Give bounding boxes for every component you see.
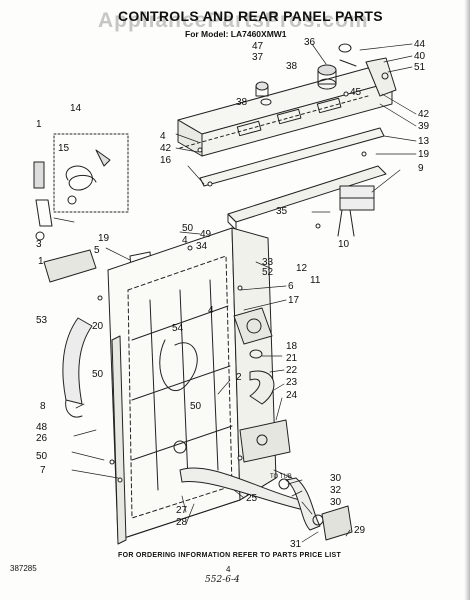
part-callout: 47 xyxy=(252,41,264,52)
part-callout: 5 xyxy=(94,245,100,256)
part-callout: 9 xyxy=(418,163,424,174)
part-callout: 17 xyxy=(288,295,300,306)
part-callout: 31 xyxy=(290,539,302,550)
part-callout: 28 xyxy=(176,517,188,528)
pump-assembly xyxy=(233,307,275,405)
console-rear-rail xyxy=(199,127,387,231)
part-callout: 50 xyxy=(92,369,104,380)
part-callout: 29 xyxy=(354,525,366,536)
part-callout: 33 xyxy=(262,257,274,268)
part-callout: 19 xyxy=(98,233,110,244)
part-callout: 4 xyxy=(160,131,166,142)
part-callout: 10 xyxy=(338,239,350,250)
part-callout: 51 xyxy=(414,62,426,73)
diagram-title: CONTROLS AND REAR PANEL PARTS xyxy=(118,8,383,24)
part-callout: 7 xyxy=(40,465,46,476)
drain-hose xyxy=(62,317,93,418)
part-callout: 30 xyxy=(330,497,342,508)
part-callout: 21 xyxy=(286,353,298,364)
part-callout: 4 xyxy=(182,235,188,246)
part-callout: 1 xyxy=(38,256,44,267)
part-callout: 13 xyxy=(418,136,430,147)
part-callout: 44 xyxy=(414,39,426,50)
leader-lines xyxy=(53,43,417,543)
part-callout: 2 xyxy=(236,372,242,383)
part-callout: 39 xyxy=(418,121,430,132)
part-callout: 30 xyxy=(330,473,342,484)
part-callout: 38 xyxy=(236,97,248,108)
part-callout: 42 xyxy=(418,109,430,120)
part-callout: 48 xyxy=(36,422,48,433)
watermark: AppliancePartsPros.com xyxy=(98,9,369,32)
ordering-info-note: FOR ORDERING INFORMATION REFER TO PARTS … xyxy=(118,552,342,559)
handwritten-note: 552-6-4 xyxy=(205,575,240,585)
page-number: 4 xyxy=(226,565,231,574)
part-callout: 40 xyxy=(414,51,426,62)
part-callout: 19 xyxy=(418,149,430,160)
part-callout: 35 xyxy=(276,206,288,217)
power-cord-box xyxy=(53,133,129,213)
part-callout: 22 xyxy=(286,365,298,376)
part-callout: 15 xyxy=(58,143,70,154)
part-callout: 8 xyxy=(40,401,46,412)
part-callout: 38 xyxy=(286,61,298,72)
page-edge-shadow xyxy=(464,0,470,600)
part-callout: 34 xyxy=(196,241,208,252)
part-callout: 45 xyxy=(350,87,362,98)
part-callout: 53 xyxy=(36,315,48,326)
part-callout: 23 xyxy=(286,377,298,388)
side-rail xyxy=(111,335,127,545)
timer-unit xyxy=(337,185,375,237)
screws xyxy=(97,91,367,483)
part-callout: 26 xyxy=(36,433,48,444)
part-callout: 11 xyxy=(310,275,321,286)
part-callout: 36 xyxy=(304,37,316,48)
part-callout: 54 xyxy=(172,323,184,334)
control-console-panel xyxy=(177,67,393,157)
left-fittings xyxy=(33,161,153,283)
part-callout: 6 xyxy=(288,281,294,292)
part-callout: 42 xyxy=(160,143,172,154)
document-number: 387285 xyxy=(10,564,37,573)
part-callout: 4 xyxy=(208,305,214,316)
part-callout: 27 xyxy=(176,505,188,516)
water-valve xyxy=(179,419,353,541)
part-callout: 50 xyxy=(182,223,194,234)
part-callout: 24 xyxy=(286,390,298,401)
part-callout: 32 xyxy=(330,485,342,496)
part-callout: 52 xyxy=(262,267,274,278)
hose-label: TO TUB xyxy=(270,474,292,480)
part-callout: 50 xyxy=(190,401,202,412)
part-callout: 37 xyxy=(252,52,264,63)
part-callout: 20 xyxy=(92,321,104,332)
part-callout: 1 xyxy=(36,119,42,130)
part-callout: 49 xyxy=(200,229,212,240)
part-callout: 14 xyxy=(70,103,82,114)
part-callout: 3 xyxy=(36,239,42,250)
part-callout: 16 xyxy=(160,155,172,166)
part-callout: 12 xyxy=(296,263,308,274)
part-callout: 25 xyxy=(246,493,258,504)
model-label: For Model: LA7460XMW1 xyxy=(185,29,287,39)
part-callout: 50 xyxy=(36,451,48,462)
part-callout: 18 xyxy=(286,341,298,352)
console-knobs xyxy=(255,43,397,106)
